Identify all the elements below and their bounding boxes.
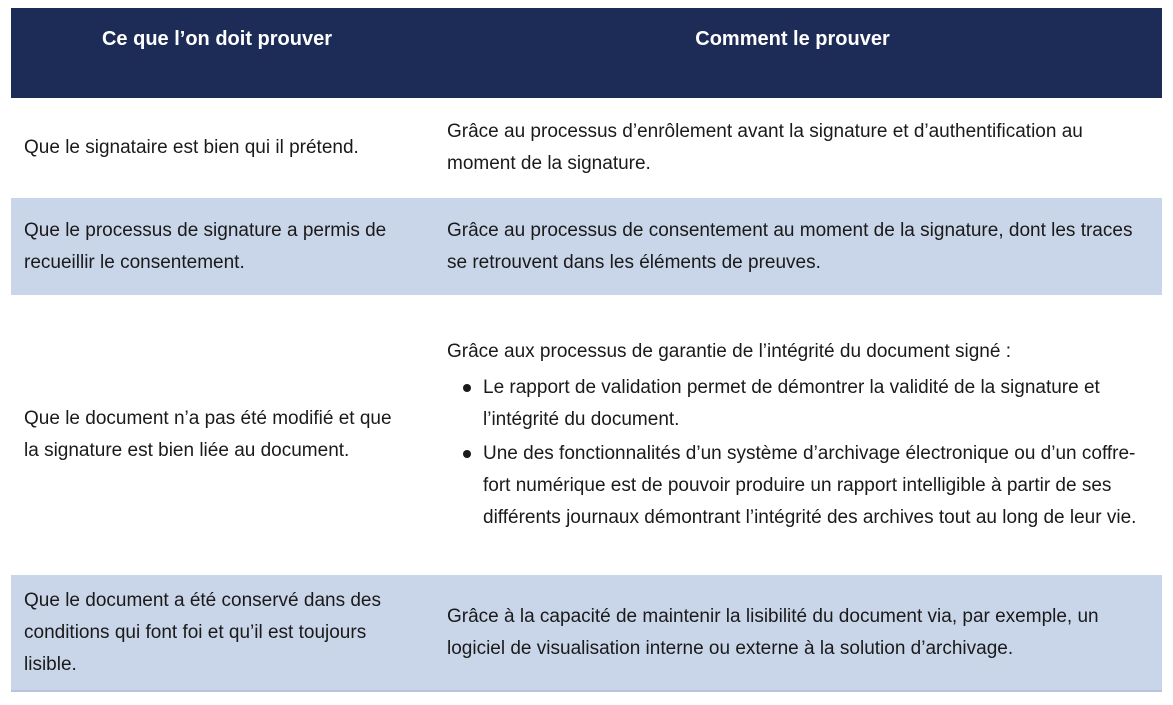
proof-table: Ce que l’on doit prouver Comment le prou… [11, 8, 1162, 692]
row-how-cell: Grâce aux processus de garantie de l’int… [423, 295, 1162, 575]
table-row: Que le document n’a pas été modifié et q… [11, 295, 1162, 575]
row-what-cell: Que le signataire est bien qui il préten… [11, 98, 423, 198]
row-how-cell: Grâce au processus d’enrôlement avant la… [423, 98, 1162, 198]
row-what-cell: Que le document a été conservé dans des … [11, 575, 423, 690]
row-how-cell: Grâce à la capacité de maintenir la lisi… [423, 575, 1162, 690]
table-row: Que le signataire est bien qui il préten… [11, 98, 1162, 198]
bullet-item: Une des fonctionnalités d’un système d’a… [447, 438, 1144, 534]
row-what-text: Que le processus de signature a permis d… [24, 219, 387, 273]
row-what-cell: Que le document n’a pas été modifié et q… [11, 295, 423, 575]
row-how-intro: Grâce aux processus de garantie de l’int… [447, 341, 1011, 362]
table-row: Que le processus de signature a permis d… [11, 198, 1162, 295]
row-what-text: Que le document n’a pas été modifié et q… [24, 408, 392, 461]
row-how-text: Grâce au processus d’enrôlement avant la… [447, 121, 1083, 174]
bullet-text: Le rapport de validation permet de démon… [483, 377, 1100, 430]
bullet-dot-icon [463, 384, 471, 392]
row-what-text: Que le document a été conservé dans des … [24, 589, 382, 675]
bullet-list: Le rapport de validation permet de démon… [447, 372, 1144, 534]
bullet-text: Une des fonctionnalités d’un système d’a… [483, 443, 1137, 528]
row-how-text: Grâce au processus de consentement au mo… [447, 219, 1133, 273]
header-what-to-prove: Ce que l’on doit prouver [101, 28, 332, 50]
row-how-text: Grâce à la capacité de maintenir la lisi… [447, 605, 1099, 659]
header-how-to-prove: Comment le prouver [695, 28, 890, 50]
row-what-text: Que le signataire est bien qui il préten… [24, 137, 359, 158]
bullet-dot-icon [463, 450, 471, 458]
bullet-item: Le rapport de validation permet de démon… [447, 372, 1144, 436]
row-how-block: Grâce aux processus de garantie de l’int… [447, 336, 1144, 534]
row-how-cell: Grâce au processus de consentement au mo… [423, 198, 1162, 295]
table-header: Ce que l’on doit prouver Comment le prou… [11, 8, 1162, 98]
table-row: Que le document a été conservé dans des … [11, 575, 1162, 692]
row-what-cell: Que le processus de signature a permis d… [11, 198, 423, 295]
